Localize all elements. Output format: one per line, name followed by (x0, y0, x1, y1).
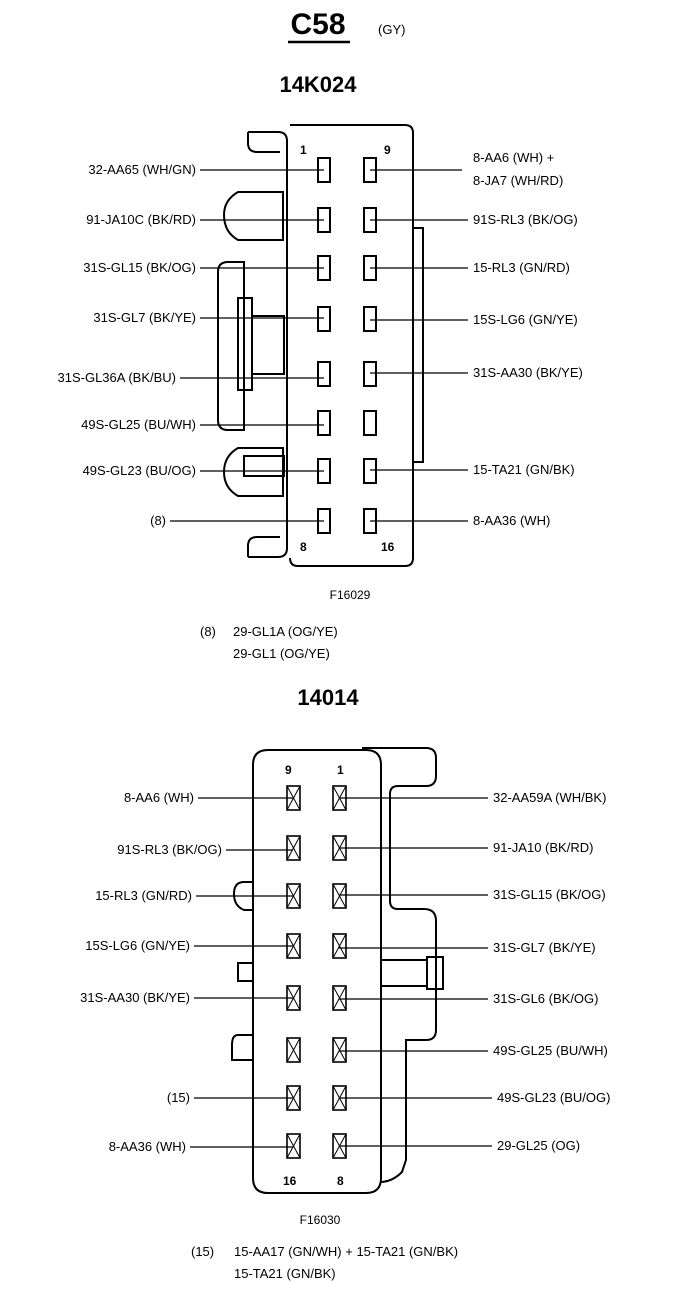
wire-label: 32-AA59A (WH/BK) (493, 790, 606, 805)
connector-b-left-labels: 8-AA6 (WH) 91S-RL3 (BK/OG) 15-RL3 (GN/RD… (80, 790, 222, 1154)
wire-label: 31S-GL7 (BK/YE) (93, 310, 196, 325)
wire-label: 15-RL3 (GN/RD) (95, 888, 192, 903)
connector-title: C58 (290, 8, 345, 41)
wire-label: 91S-RL3 (BK/OG) (117, 842, 222, 857)
wire-label: 31S-GL15 (BK/OG) (83, 260, 196, 275)
connector-b-pin-bottom-left: 16 (283, 1174, 297, 1188)
wire-label: 31S-GL6 (BK/OG) (493, 991, 598, 1006)
wire-label: (15) (167, 1090, 190, 1105)
wire-label: 15-TA21 (GN/BK) (473, 462, 575, 477)
connector-a-part: 14K024 (279, 72, 357, 97)
wire-label: 15-RL3 (GN/RD) (473, 260, 570, 275)
connector-a-right-labels: 8-AA6 (WH) + 8-JA7 (WH/RD) 91S-RL3 (BK/O… (473, 150, 583, 528)
wire-label: 29-GL25 (OG) (497, 1138, 580, 1153)
connector-a-body (217, 124, 424, 567)
connector-a-pin-top-right: 9 (384, 143, 391, 157)
wire-label: 31S-AA30 (BK/YE) (80, 990, 190, 1005)
connector-a-leader-lines (170, 169, 468, 522)
wire-label: 49S-GL25 (BU/WH) (81, 417, 196, 432)
wire-label: 31S-GL7 (BK/YE) (493, 940, 596, 955)
wire-label: 91-JA10C (BK/RD) (86, 212, 196, 227)
connector-b-right-labels: 32-AA59A (WH/BK) 91-JA10 (BK/RD) 31S-GL1… (493, 790, 610, 1153)
wire-label: 15S-LG6 (GN/YE) (85, 938, 190, 953)
wire-label: 15S-LG6 (GN/YE) (473, 312, 578, 327)
connector-b-body (231, 747, 444, 1194)
wire-label: 49S-GL25 (BU/WH) (493, 1043, 608, 1058)
wire-label: 49S-GL23 (BU/OG) (83, 463, 196, 478)
wire-label: 91S-RL3 (BK/OG) (473, 212, 578, 227)
wire-label: 8-AA6 (WH) + (473, 150, 554, 165)
footnote-line: 15-TA21 (GN/BK) (234, 1266, 336, 1281)
wire-label: 91-JA10 (BK/RD) (493, 840, 593, 855)
wire-label: 8-JA7 (WH/RD) (473, 173, 563, 188)
connector-a-pin-bottom-left: 8 (300, 540, 307, 554)
wire-label: 8-AA36 (WH) (109, 1139, 186, 1154)
connector-b-figure-id: F16030 (300, 1213, 341, 1227)
footnote-ref: (15) (191, 1244, 214, 1259)
connector-a-footnote: (8) 29-GL1A (OG/YE) 29-GL1 (OG/YE) (200, 624, 338, 661)
connector-a-cavities (317, 157, 377, 534)
connector-b-part: 14014 (297, 685, 359, 710)
wire-label: 49S-GL23 (BU/OG) (497, 1090, 610, 1105)
footnote-line: 29-GL1 (OG/YE) (233, 646, 330, 661)
wire-label: 8-AA36 (WH) (473, 513, 550, 528)
connector-b-pin-bottom-right: 8 (337, 1174, 344, 1188)
footnote-ref: (8) (200, 624, 216, 639)
connector-a-figure-id: F16029 (330, 588, 371, 602)
wire-label: 32-AA65 (WH/GN) (88, 162, 196, 177)
wire-label: 31S-AA30 (BK/YE) (473, 365, 583, 380)
connector-a-pin-bottom-right: 16 (381, 540, 395, 554)
wire-label: (8) (150, 513, 166, 528)
connector-a-pin-top-left: 1 (300, 143, 307, 157)
footnote-line: 15-AA17 (GN/WH) + 15-TA21 (GN/BK) (234, 1244, 458, 1259)
wire-label: 31S-GL15 (BK/OG) (493, 887, 606, 902)
wire-label: 8-AA6 (WH) (124, 790, 194, 805)
wire-label: 31S-GL36A (BK/BU) (58, 370, 177, 385)
connector-b-cavity-marks (286, 785, 347, 1159)
connector-a-left-labels: 32-AA65 (WH/GN) 91-JA10C (BK/RD) 31S-GL1… (58, 162, 197, 528)
connector-b-pin-top-left: 9 (285, 763, 292, 777)
footnote-line: 29-GL1A (OG/YE) (233, 624, 338, 639)
connector-b-leader-lines (190, 797, 492, 1148)
connector-b-pin-top-right: 1 (337, 763, 344, 777)
connector-color-code: (GY) (378, 22, 405, 37)
connector-b-footnote: (15) 15-AA17 (GN/WH) + 15-TA21 (GN/BK) 1… (191, 1244, 458, 1281)
